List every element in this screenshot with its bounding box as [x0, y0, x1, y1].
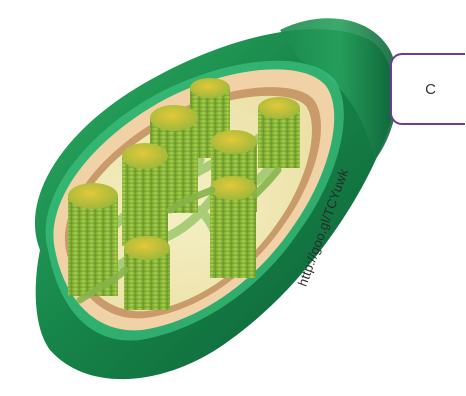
crista-5 [122, 143, 168, 246]
crista-8 [124, 236, 170, 310]
label-c-text: C [425, 81, 436, 98]
label-c-box: C [390, 53, 465, 125]
crista-2 [258, 97, 300, 168]
crista-6 [210, 176, 256, 278]
